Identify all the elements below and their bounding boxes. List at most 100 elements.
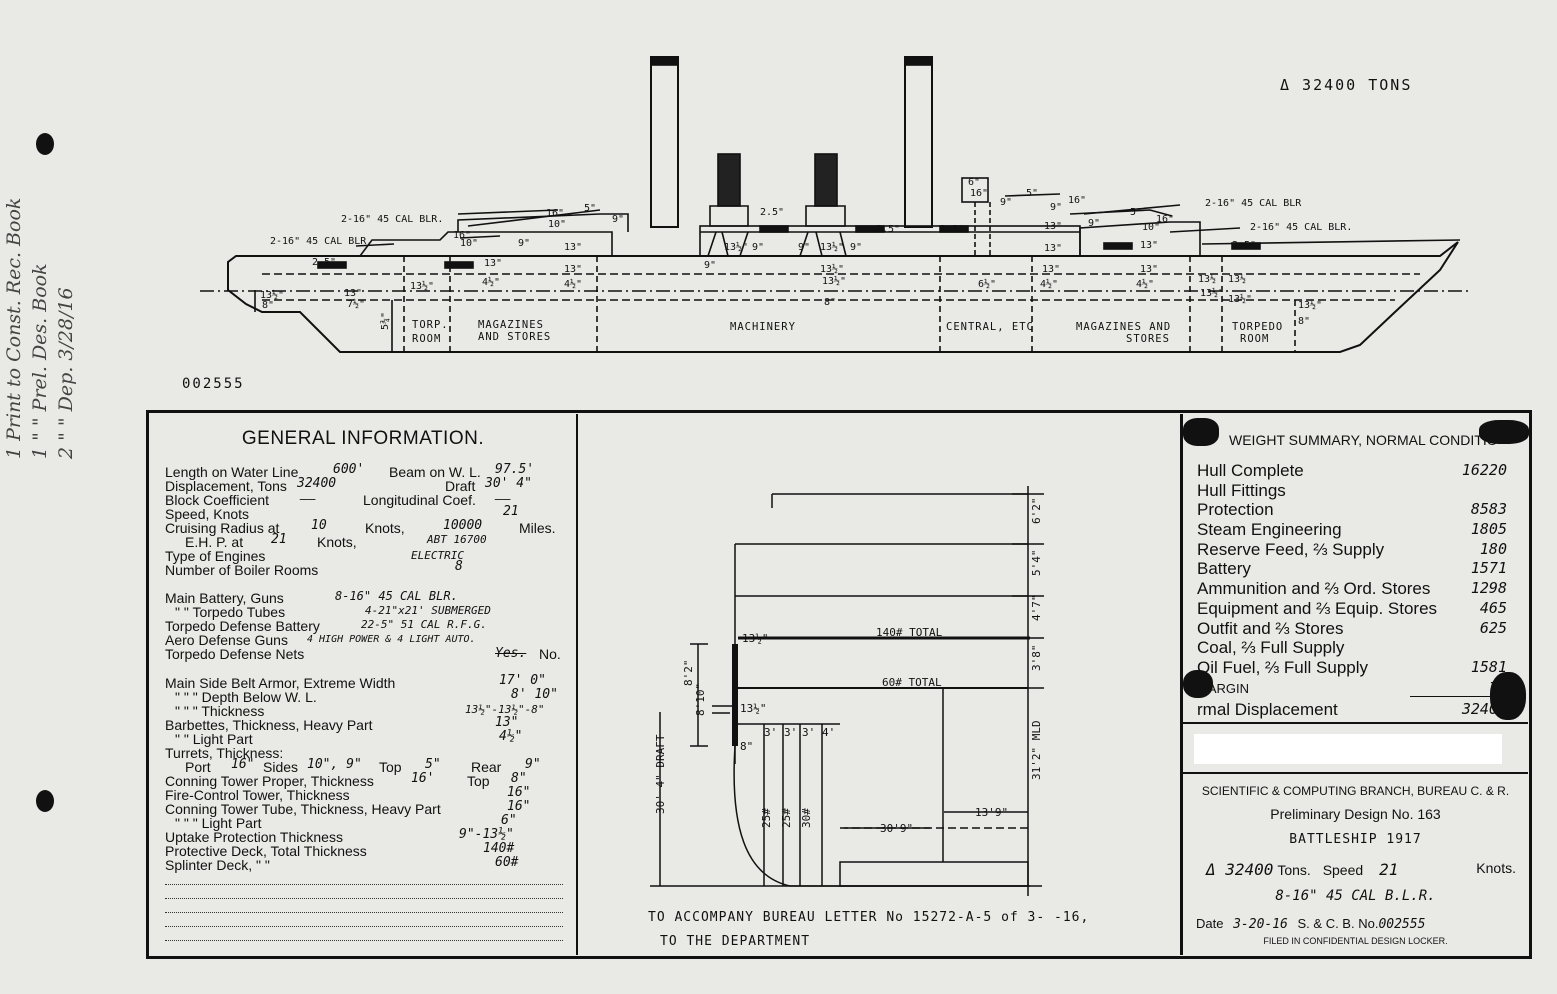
svg-text:13½": 13½" [724, 241, 748, 253]
row-ehp: E.H. P. at 21 Knots, ABT 16700 [185, 532, 487, 550]
midship-section-drawing: 140# TOTAL 60# TOTAL 13½"13½"8" 3'3'3'4'… [650, 486, 1044, 896]
row-fire-control: Fire-Control Tower, Thickness 16" [165, 785, 531, 803]
svg-text:10": 10" [548, 219, 566, 230]
svg-text:2.5": 2.5" [760, 207, 784, 218]
svg-text:AND STORES: AND STORES [478, 331, 551, 343]
svg-text:13½": 13½" [820, 241, 844, 253]
svg-text:13½": 13½" [822, 275, 846, 287]
total-rule [1410, 696, 1506, 697]
svg-text:16": 16" [1156, 214, 1174, 225]
compartment-label: CENTRAL, ETC [946, 321, 1034, 333]
svg-text:STORES: STORES [1126, 333, 1170, 345]
svg-text:5": 5" [1130, 207, 1142, 218]
blank-line [165, 940, 563, 941]
svg-text:13½": 13½" [410, 280, 434, 292]
row-length: Length on Water Line 600' Beam on W. L. … [165, 462, 535, 480]
gun-label: 2-16" 45 CAL BLR [1205, 198, 1302, 209]
compartment-label: TORP. [412, 319, 449, 331]
row-ct-tube-light: " " " Light Part 6" [175, 813, 517, 831]
row-barbettes-heavy: Barbettes, Thickness, Heavy Part 13" [165, 715, 519, 733]
svg-text:4½": 4½" [482, 276, 500, 288]
weight-summary-title: WEIGHT SUMMARY, NORMAL CONDITIO [1229, 432, 1498, 448]
svg-text:8'2": 8'2" [682, 660, 695, 687]
svg-text:30' 4" DRAFT: 30' 4" DRAFT [654, 734, 667, 814]
row-main-battery: Main Battery, Guns 8-16" 45 CAL BLR. [165, 589, 458, 606]
svg-text:9": 9" [752, 242, 764, 253]
row-torpedo-nets: Torpedo Defense Nets Yes. No. [165, 646, 561, 662]
row-engines: Type of Engines ELECTRIC [165, 548, 464, 564]
row-speed: Speed, Knots 21 [165, 504, 519, 522]
svg-text:25#: 25# [760, 808, 773, 828]
svg-text:4½": 4½" [564, 278, 582, 290]
row-cruising-radius: Cruising Radius at 10 Knots, 10000 Miles… [165, 518, 556, 536]
svg-text:13½: 13½ [1228, 273, 1246, 285]
svg-text:8": 8" [262, 300, 274, 311]
svg-text:4½": 4½" [1040, 278, 1058, 290]
svg-text:2.5": 2.5" [940, 224, 964, 235]
row-conning-tower: Conning Tower Proper, Thickness 16' Top … [165, 771, 527, 789]
svg-text:13": 13" [1042, 264, 1060, 275]
deck-label-140: 140# TOTAL [876, 626, 943, 639]
redaction-box [1194, 734, 1502, 764]
svg-text:13": 13" [344, 288, 362, 299]
svg-text:5": 5" [584, 203, 596, 214]
data-panel-frame [146, 410, 1532, 959]
row-displacement: Displacement, Tons 32400 Draft 30' 4" [165, 476, 532, 494]
date-line: Date 3-20-16 S. & C. B. No.002555 [1196, 916, 1426, 932]
svg-text:3': 3' [764, 726, 777, 739]
branch-line: SCIENTIFIC & COMPUTING BRANCH, BUREAU C.… [1201, 784, 1510, 798]
blank-line [165, 884, 563, 885]
filed-note: FILED IN CONFIDENTIAL DESIGN LOCKER. [1263, 936, 1448, 946]
ship-profile-drawing: 2-16" 45 CAL BLR. 2-16" 45 CAL BLR. 2-16… [200, 56, 1470, 353]
svg-text:9": 9" [798, 242, 810, 253]
svg-text:16": 16" [546, 208, 564, 219]
svg-text:4': 4' [822, 726, 835, 739]
blank-line [165, 898, 563, 899]
svg-text:10": 10" [460, 238, 478, 249]
svg-text:4'7": 4'7" [1030, 595, 1043, 622]
svg-text:6½": 6½" [978, 278, 996, 290]
ship-type: BATTLESHIP 1917 [1289, 832, 1422, 847]
compartment-label: MACHINERY [730, 321, 796, 333]
row-aero-defense: Aero Defense Guns 4 HIGH POWER & 4 LIGHT… [165, 632, 476, 648]
svg-text:8": 8" [824, 297, 836, 308]
tons-speed-line: Δ 32400 Tons. Speed 21 Knots. [1206, 860, 1516, 879]
svg-text:8'10": 8'10" [694, 683, 707, 716]
svg-text:2.5": 2.5" [876, 224, 900, 235]
svg-text:ROOM: ROOM [1240, 333, 1269, 345]
svg-text:5'4": 5'4" [1030, 550, 1043, 577]
row-block-coef: Block Coefficient —— Longitudinal Coef. … [165, 492, 511, 508]
rule [1180, 772, 1528, 774]
weight-summary-panel: WEIGHT SUMMARY, NORMAL CONDITIO [1180, 414, 1531, 955]
binder-hole-bottom [36, 790, 54, 812]
svg-text:9": 9" [518, 238, 530, 249]
svg-text:9": 9" [1000, 197, 1012, 208]
row-turrets-heading: Turrets, Thickness: [165, 745, 284, 761]
svg-text:13½": 13½" [742, 632, 769, 645]
svg-text:13½": 13½" [740, 702, 767, 715]
svg-text:5¾": 5¾" [379, 312, 391, 330]
weight-row-margin: MARGIN72 [1197, 680, 1507, 697]
svg-text:16": 16" [1068, 195, 1086, 206]
svg-text:9": 9" [612, 214, 624, 225]
svg-text:7½": 7½" [347, 298, 365, 310]
svg-text:ROOM: ROOM [412, 333, 441, 345]
gun-label: 2-16" 45 CAL BLR. [341, 214, 443, 225]
svg-text:9": 9" [1088, 218, 1100, 229]
weight-row: Hull Fittings [1197, 481, 1286, 500]
accompany-note-line-2: TO THE DEPARTMENT [660, 934, 811, 949]
smudge [1183, 670, 1213, 698]
deck-label-60: 60# TOTAL [882, 676, 942, 689]
general-information-panel: GENERAL INFORMATION. [150, 414, 578, 955]
svg-text:2.5": 2.5" [312, 257, 336, 268]
svg-text:13½": 13½" [1200, 287, 1224, 299]
displacement-label: Δ 32400 TONS [1280, 76, 1413, 94]
svg-text:4½": 4½" [1136, 278, 1154, 290]
drawing-number: 002555 [182, 376, 245, 392]
svg-text:16": 16" [970, 188, 988, 199]
